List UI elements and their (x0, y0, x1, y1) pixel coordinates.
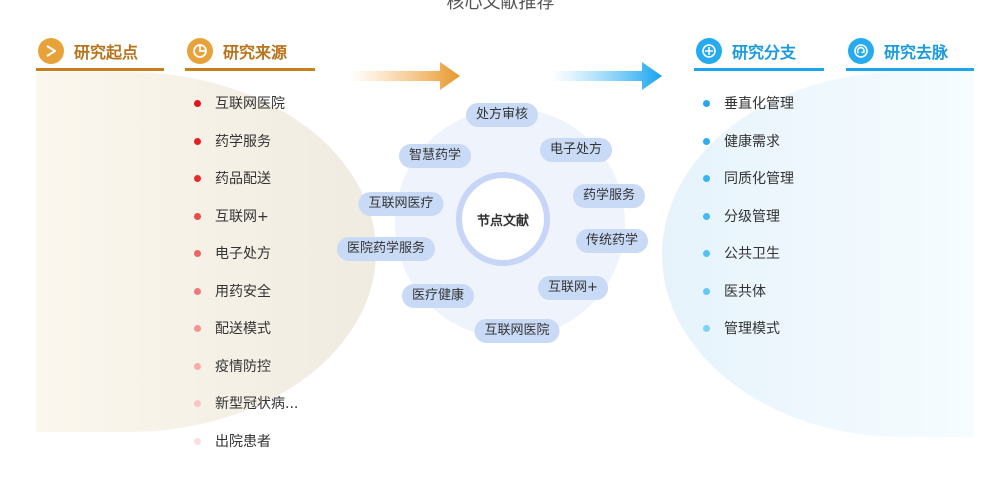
bullet-dot-icon (703, 325, 710, 332)
keyword-tag[interactable]: 医院药学服务 (336, 237, 436, 261)
list-item-label: 分级管理 (724, 208, 780, 225)
list-item-label: 疫情防控 (215, 358, 271, 375)
list-item-label: 配送模式 (215, 321, 271, 337)
header-research-origin: 研究起点 (36, 33, 164, 71)
bullet-dot-icon (194, 175, 201, 182)
play-arrow-icon (38, 38, 64, 64)
header-research-branch: 研究分支 (694, 33, 824, 71)
center-label: 节点文献 (476, 213, 529, 229)
header-label: 研究去脉 (884, 43, 949, 62)
research-branch-list: 垂直化管理健康需求同质化管理分级管理公共卫生医共体管理模式 (703, 92, 794, 355)
pie-chart-icon (187, 38, 213, 64)
list-item-label: 管理模式 (724, 321, 780, 337)
list-item-label: 公共卫生 (724, 246, 780, 262)
list-item-label: 药学服务 (215, 133, 271, 150)
list-item[interactable]: 互联网医院 (194, 92, 298, 130)
bullet-dot-icon (194, 212, 201, 220)
list-item[interactable]: 垂直化管理 (703, 92, 794, 130)
bullet-dot-icon (194, 250, 201, 257)
list-item-label: 健康需求 (724, 133, 780, 150)
list-item[interactable]: 互联网+ (194, 205, 298, 243)
bullet-dot-icon (703, 100, 710, 107)
bullet-dot-icon (194, 437, 201, 445)
list-item[interactable]: 药学服务 (194, 130, 298, 168)
list-item-label: 互联网医院 (215, 96, 285, 112)
list-item-label: 新型冠状病... (215, 396, 299, 412)
keyword-tag[interactable]: 互联网医院 (474, 319, 560, 343)
bullet-dot-icon (703, 212, 710, 220)
keyword-tag[interactable]: 药学服务 (572, 184, 646, 208)
header-research-trend: 研究去脉 (846, 33, 974, 71)
list-item-label: 互联网+ (215, 208, 269, 225)
node-document-center[interactable]: 节点文献 (456, 172, 550, 266)
bullet-dot-icon (194, 400, 201, 407)
list-item-label: 医共体 (724, 283, 766, 300)
list-item[interactable]: 同质化管理 (703, 167, 794, 205)
refresh-icon (848, 38, 874, 64)
keyword-tag[interactable]: 电子处方 (539, 138, 613, 162)
bullet-dot-icon (194, 325, 201, 332)
arrow-right-blue-icon (552, 62, 662, 90)
arrow-right-orange-icon (350, 62, 460, 90)
list-item[interactable]: 分级管理 (703, 205, 794, 243)
header-label: 研究分支 (732, 43, 797, 62)
header-research-source: 研究来源 (185, 33, 315, 71)
header-label: 研究起点 (74, 43, 139, 62)
list-item-label: 出院患者 (215, 433, 271, 450)
list-item[interactable]: 出院患者 (194, 430, 298, 468)
list-item[interactable]: 新型冠状病... (194, 392, 298, 430)
keyword-tag[interactable]: 互联网医疗 (358, 192, 444, 216)
header-label: 研究来源 (223, 43, 288, 62)
list-item[interactable]: 管理模式 (703, 317, 794, 355)
list-item-label: 同质化管理 (724, 171, 794, 187)
bullet-dot-icon (703, 250, 710, 257)
bullet-dot-icon (703, 287, 710, 295)
plus-circle-icon (696, 38, 722, 64)
keyword-tag[interactable]: 传统药学 (575, 229, 649, 253)
bullet-dot-icon (703, 137, 710, 145)
list-item[interactable]: 健康需求 (703, 130, 794, 168)
keyword-tag[interactable]: 智慧药学 (398, 144, 472, 168)
keyword-tag[interactable]: 医疗健康 (401, 284, 475, 308)
keyword-tag[interactable]: 处方审核 (465, 103, 539, 127)
list-item-label: 用药安全 (215, 283, 271, 300)
bullet-dot-icon (194, 137, 201, 145)
list-item[interactable]: 电子处方 (194, 242, 298, 280)
list-item-label: 电子处方 (215, 246, 271, 262)
list-item[interactable]: 公共卫生 (703, 242, 794, 280)
research-source-list: 互联网医院药学服务药品配送互联网+ 电子处方用药安全配送模式疫情防控新型冠状病..… (194, 92, 298, 467)
bullet-dot-icon (194, 287, 201, 295)
list-item[interactable]: 疫情防控 (194, 355, 298, 393)
bullet-dot-icon (194, 362, 201, 370)
list-item[interactable]: 用药安全 (194, 280, 298, 318)
list-item[interactable]: 配送模式 (194, 317, 298, 355)
keyword-tag[interactable]: 互联网+ (538, 276, 608, 300)
list-item[interactable]: 医共体 (703, 280, 794, 318)
bullet-dot-icon (703, 175, 710, 182)
page-title: 核心文献推荐 (446, 0, 555, 13)
list-item-label: 垂直化管理 (724, 96, 794, 112)
list-item[interactable]: 药品配送 (194, 167, 298, 205)
list-item-label: 药品配送 (215, 171, 271, 187)
bullet-dot-icon (194, 100, 201, 107)
